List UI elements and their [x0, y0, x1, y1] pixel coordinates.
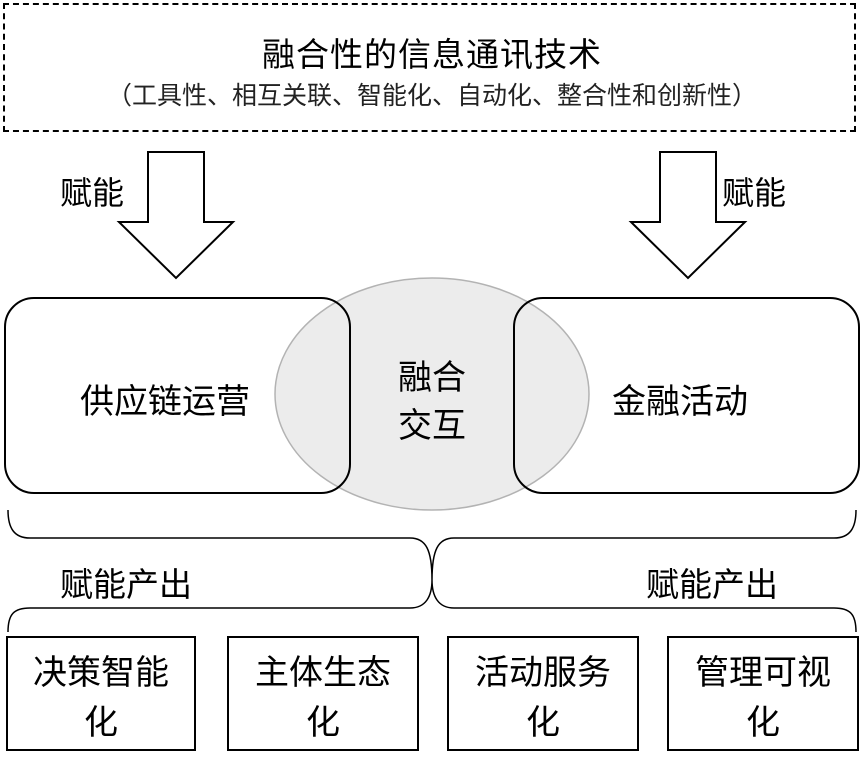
- fusion-label-line2: 交互: [398, 406, 466, 446]
- empower-label-left: 赋能: [60, 174, 125, 212]
- supply-chain-box: [4, 297, 351, 494]
- result-decision-line2: 化: [84, 703, 118, 743]
- result-subject-line2: 化: [306, 703, 340, 743]
- left-down-arrow: [116, 151, 236, 280]
- result-management-line1: 管理可视: [695, 653, 831, 693]
- result-activity-line2: 化: [526, 703, 560, 743]
- finance-box: [513, 297, 860, 494]
- result-management-line2: 化: [746, 703, 780, 743]
- result-box-management: 管理可视 化: [667, 636, 859, 751]
- result-box-subject: 主体生态 化: [227, 636, 419, 751]
- result-subject-line1: 主体生态: [255, 653, 391, 693]
- finance-label: 金融活动: [612, 382, 748, 422]
- output-label-right: 赋能产出: [646, 565, 778, 604]
- fusion-label: 融合 交互: [362, 354, 502, 450]
- header-title: 融合性的信息通讯技术: [262, 35, 602, 74]
- fusion-ellipse: [274, 277, 590, 511]
- output-brace-bottom: [7, 579, 857, 633]
- result-activity-line1: 活动服务: [475, 653, 611, 693]
- supply-chain-label: 供应链运营: [80, 382, 250, 422]
- header-subtitle: （工具性、相互关联、智能化、自动化、整合性和创新性）: [106, 81, 757, 110]
- empower-label-right: 赋能: [722, 174, 787, 212]
- fusion-label-line1: 融合: [398, 358, 466, 398]
- output-label-left: 赋能产出: [60, 565, 192, 604]
- result-box-activity: 活动服务 化: [447, 636, 639, 751]
- result-decision-line1: 决策智能: [33, 653, 169, 693]
- result-box-decision: 决策智能 化: [6, 636, 196, 751]
- ict-header-box: [3, 3, 856, 132]
- right-down-arrow: [628, 151, 748, 280]
